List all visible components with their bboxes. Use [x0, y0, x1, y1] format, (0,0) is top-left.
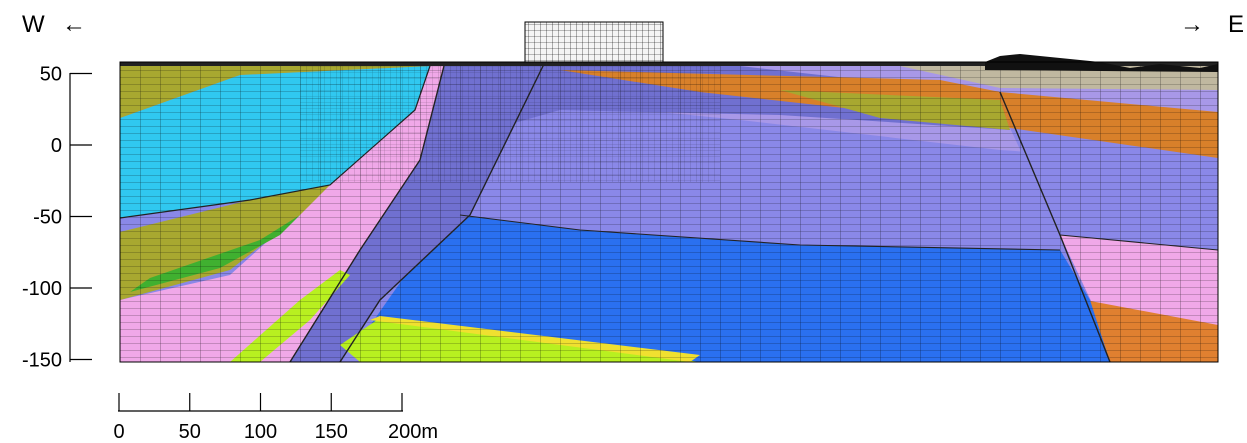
surface-soil	[120, 62, 1218, 66]
scale-bar-label: 150	[315, 421, 348, 443]
scale-bar-label: 100	[244, 421, 277, 443]
fault-line-west	[289, 62, 446, 362]
elevation-tick-label: -50	[33, 207, 62, 229]
east-label: E	[1228, 11, 1244, 38]
scale-bar-label: 200m	[388, 421, 438, 443]
structure-block-mesh	[525, 22, 663, 66]
scale-bar-label: 0	[113, 421, 124, 443]
scale-bar: 0 50 100 150 200m	[113, 393, 438, 443]
elevation-tick-label: 0	[51, 135, 62, 157]
west-label: W	[22, 11, 45, 38]
scale-bar-label: 50	[179, 421, 201, 443]
west-arrow-icon: ←	[62, 11, 86, 38]
elevation-axis: 50 0 -50 -100 -150	[22, 64, 92, 372]
east-arrow-icon: →	[1180, 11, 1204, 38]
contact-cyan	[120, 65, 431, 219]
elevation-tick-label: -150	[22, 350, 62, 372]
fault-line-central	[339, 62, 546, 362]
section-frame	[119, 61, 1219, 363]
surface-mound	[985, 54, 1218, 72]
contact-blue	[459, 214, 1061, 251]
elevation-tick-label: 50	[40, 64, 62, 86]
contact-pink-east	[1059, 234, 1218, 251]
elevation-tick-label: -100	[22, 278, 62, 300]
fe-mesh-fine	[300, 62, 720, 182]
section-body	[120, 62, 1218, 362]
